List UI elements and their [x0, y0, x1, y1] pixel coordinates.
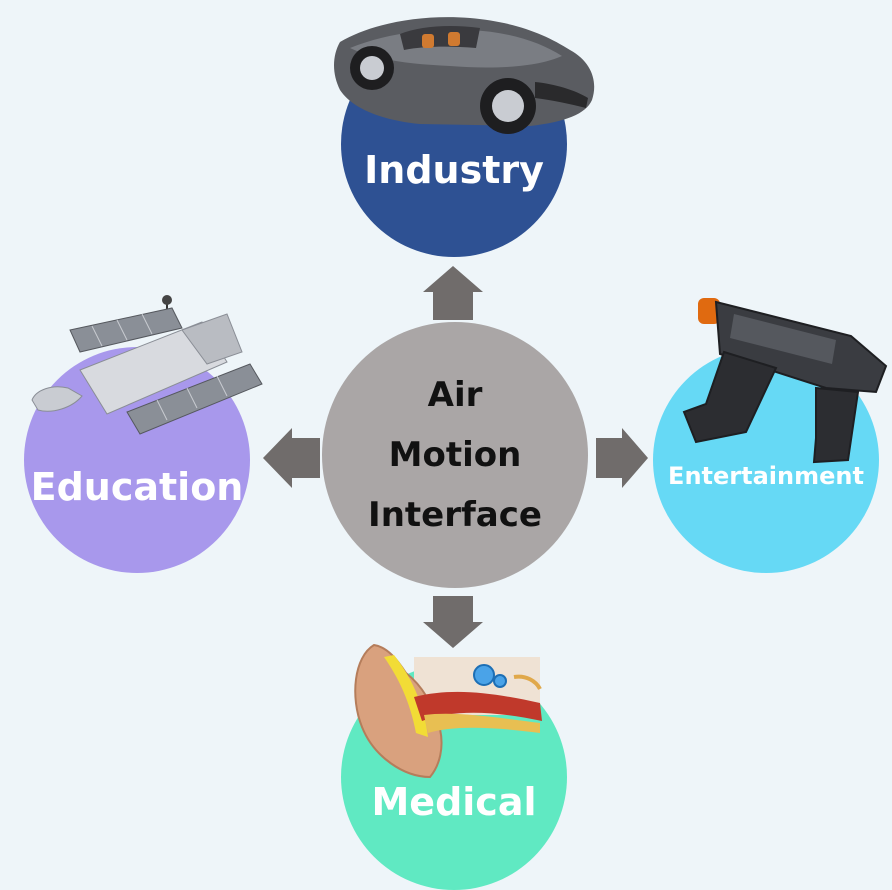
center-circle: [322, 322, 588, 588]
industry-label: Industry: [364, 148, 544, 192]
center-label: Air Motion Interface: [322, 322, 588, 588]
entertainment-label: Entertainment: [668, 462, 864, 490]
medical-label: Medical: [371, 780, 537, 824]
satellite-icon: [31, 295, 263, 435]
car-icon: [334, 17, 595, 134]
ear-anatomy-icon: [354, 643, 542, 779]
center-label-line-1: Air: [427, 375, 483, 415]
center-label-line-2: Motion: [388, 435, 522, 475]
education-label: Education: [30, 465, 244, 509]
blaster-gun-icon: [682, 298, 888, 464]
center-label-line-3: Interface: [368, 495, 542, 535]
